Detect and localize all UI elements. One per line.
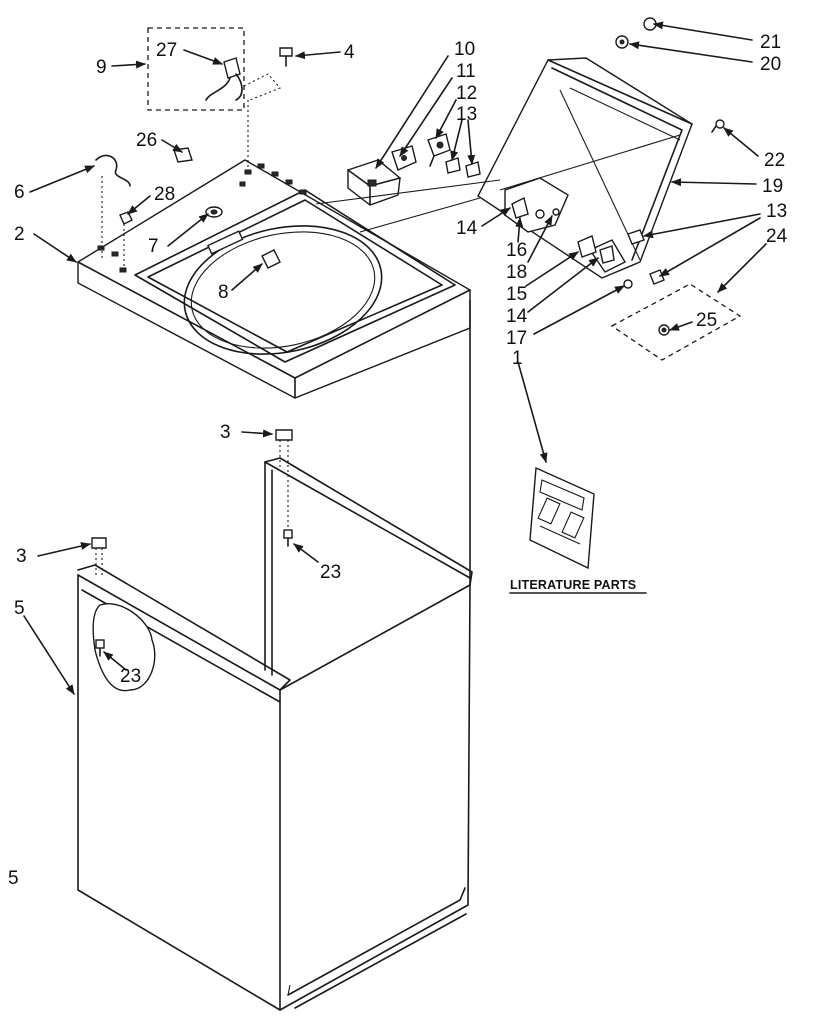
callout-16: 16 xyxy=(506,240,527,261)
nut-20 xyxy=(615,35,629,49)
clip-3-lower xyxy=(91,537,107,575)
hardware-package-24 xyxy=(610,283,742,361)
screw-13-pair xyxy=(445,157,481,178)
callout-8: 8 xyxy=(218,282,229,303)
callout-21: 21 xyxy=(760,32,781,53)
screw-4 xyxy=(279,47,293,67)
washer-top-panel xyxy=(77,159,471,399)
bleach-dispenser-8 xyxy=(261,249,281,269)
callout-3-upper: 3 xyxy=(220,422,231,443)
callout-7: 7 xyxy=(148,236,159,257)
callout-13-right: 13 xyxy=(766,201,787,222)
hinge-bracket xyxy=(347,159,401,206)
callout-9: 9 xyxy=(96,57,107,78)
callout-14-lower: 14 xyxy=(506,306,528,327)
assembly-guide-lines xyxy=(315,179,501,233)
callout-17: 17 xyxy=(506,328,527,349)
callout-2: 2 xyxy=(14,224,25,245)
callout-27: 27 xyxy=(156,40,177,61)
callout-6: 6 xyxy=(14,182,25,203)
callout-25: 25 xyxy=(696,310,717,331)
lid-switch-wire-6 xyxy=(95,154,131,260)
screw-23-lower xyxy=(95,639,105,657)
clip-3-upper xyxy=(275,429,293,470)
callout-leaders xyxy=(23,21,767,695)
callout-22: 22 xyxy=(764,150,785,171)
literature-parts-caption: LITERATURE PARTS xyxy=(510,578,636,592)
callout-12: 12 xyxy=(456,83,477,104)
callout-26: 26 xyxy=(136,130,157,151)
callout-24: 24 xyxy=(766,226,788,247)
hinge-parts-left xyxy=(511,196,560,219)
callout-23-lower: 23 xyxy=(120,666,141,687)
callout-19: 19 xyxy=(762,176,783,197)
wire-harness-package-9 xyxy=(147,27,281,170)
literature-card xyxy=(529,466,595,570)
nut-28 xyxy=(119,211,133,270)
callout-5: 5 xyxy=(14,598,25,619)
callout-20: 20 xyxy=(760,54,781,75)
hinge-parts-right xyxy=(577,229,665,289)
callout-3-lower: 3 xyxy=(16,546,27,567)
callout-4: 4 xyxy=(344,42,355,63)
grommet-7 xyxy=(205,206,223,218)
callout-5-margin: 5 xyxy=(8,868,19,889)
callout-1: 1 xyxy=(512,348,523,369)
callout-15: 15 xyxy=(506,284,527,305)
screw-23-upper xyxy=(283,470,293,547)
callout-11: 11 xyxy=(456,61,476,82)
washer-cabinet xyxy=(77,299,473,1011)
clip-26 xyxy=(173,147,193,163)
callout-labels: 9 27 4 10 11 12 13 26 6 28 7 8 2 21 20 2… xyxy=(8,32,788,889)
callout-28: 28 xyxy=(154,184,175,205)
callout-23-upper: 23 xyxy=(320,562,341,583)
callout-14-upper: 14 xyxy=(456,218,478,239)
callout-13-left: 13 xyxy=(456,104,477,125)
callout-18: 18 xyxy=(506,262,527,283)
callout-10: 10 xyxy=(454,39,475,60)
screw-22 xyxy=(711,119,725,133)
top-mounting-holes xyxy=(97,163,307,273)
